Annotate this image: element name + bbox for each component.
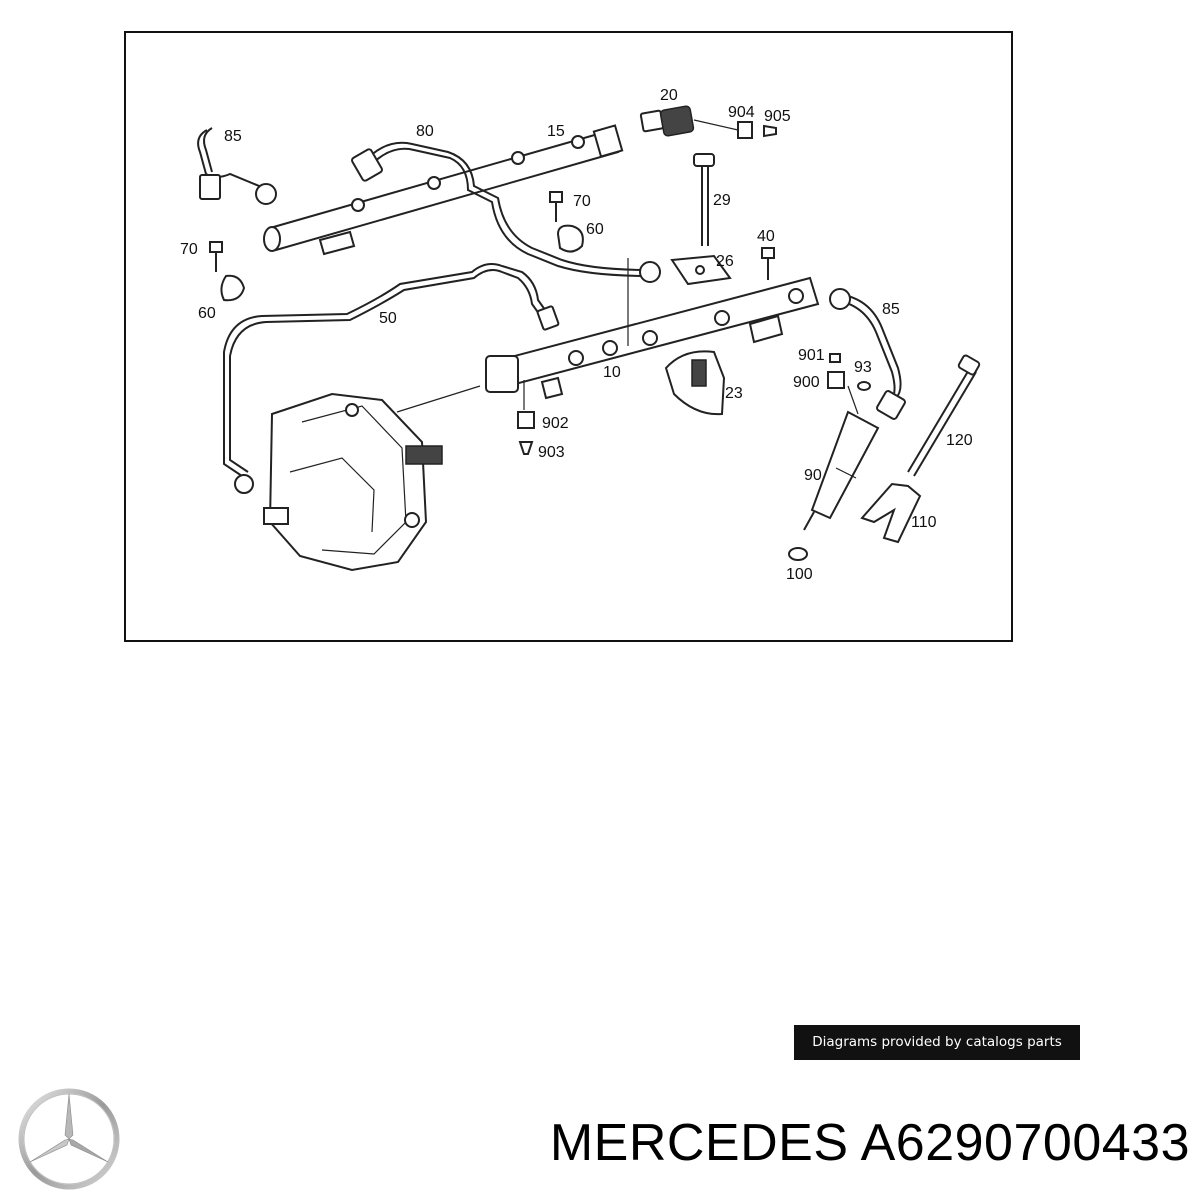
callout-901: 901 <box>798 347 825 364</box>
bolt-and-bracket <box>670 153 732 286</box>
callout-85-right: 85 <box>882 301 900 318</box>
callout-900: 900 <box>793 374 820 391</box>
high-pressure-pump <box>263 392 443 572</box>
pressure-sensor <box>639 105 777 139</box>
diagram-drawing: 85 80 15 20 904 905 70 29 60 70 60 40 26… <box>180 87 981 583</box>
callout-120: 120 <box>946 432 973 449</box>
callout-15: 15 <box>547 123 565 140</box>
callout-40: 40 <box>757 228 775 245</box>
brand-part-heading: MERCEDES A6290700433 <box>405 1108 1190 1178</box>
callout-70-left: 70 <box>180 241 198 258</box>
callout-50: 50 <box>379 310 397 327</box>
callout-902: 902 <box>542 415 569 432</box>
callout-903: 903 <box>538 444 565 461</box>
callout-60-left: 60 <box>198 305 216 322</box>
callout-904: 904 <box>728 104 755 121</box>
leader-lines <box>396 258 859 415</box>
pump-feed-line <box>223 263 560 494</box>
rail-plugs <box>517 380 535 455</box>
callout-905: 905 <box>764 108 791 125</box>
callout-100: 100 <box>786 566 813 583</box>
callout-85-top: 85 <box>224 128 242 145</box>
injector-assembly <box>788 353 880 561</box>
callout-93: 93 <box>854 359 872 376</box>
clamps-and-bolts <box>209 191 775 302</box>
catalog-credit-banner: Diagrams provided by catalogs parts <box>794 1025 1080 1060</box>
callout-110: 110 <box>911 514 937 531</box>
callout-90: 90 <box>804 467 822 484</box>
callout-10: 10 <box>603 364 621 381</box>
high-pressure-lines <box>197 127 906 420</box>
callout-26: 26 <box>716 253 734 270</box>
callout-80: 80 <box>416 123 434 140</box>
upper-fuel-rail <box>263 124 624 256</box>
callout-labels: 85 80 15 20 904 905 70 29 60 70 60 40 26… <box>180 87 973 583</box>
injector-clamp <box>860 354 981 544</box>
lower-fuel-rail <box>485 276 820 400</box>
callout-70-right: 70 <box>573 193 591 210</box>
brand-name: MERCEDES <box>549 1114 849 1172</box>
callout-29: 29 <box>713 192 731 209</box>
callout-60-right: 60 <box>586 221 604 238</box>
part-number: A6290700433 <box>860 1114 1190 1172</box>
mercedes-star-icon <box>18 1088 120 1190</box>
callout-23: 23 <box>725 385 743 402</box>
callout-20: 20 <box>660 87 678 104</box>
parts-diagram: 85 80 15 20 904 905 70 29 60 70 60 40 26… <box>124 31 1013 642</box>
rail-bracket <box>664 350 726 416</box>
